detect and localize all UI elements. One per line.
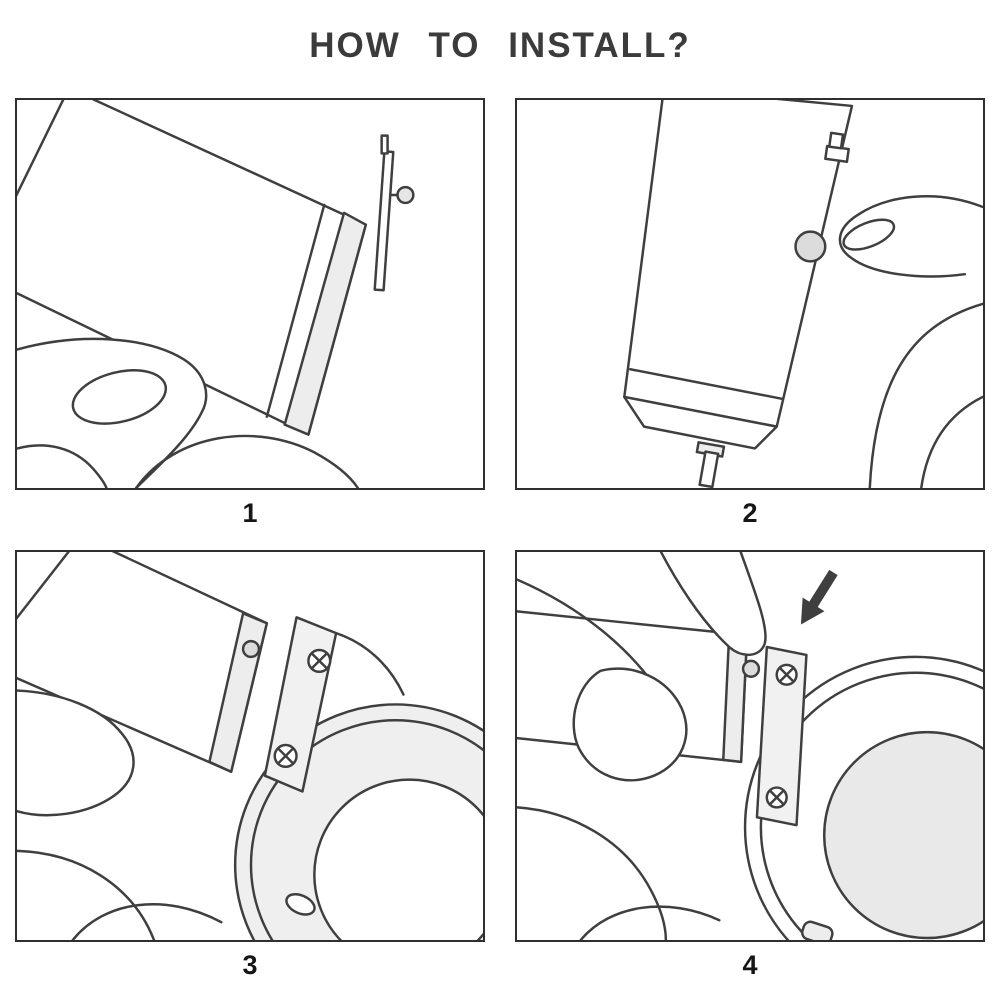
screw-icon — [273, 743, 298, 769]
hand — [868, 302, 983, 488]
step-caption-4: 4 — [742, 950, 758, 980]
spring-bar-pin — [373, 134, 415, 292]
screw-icon — [765, 786, 788, 809]
step-panel-4: 4 — [515, 550, 985, 990]
spring-bar-knob — [241, 639, 261, 659]
step-caption-1: 1 — [242, 498, 258, 528]
step-caption-2: 2 — [742, 498, 758, 528]
step-frame-2 — [515, 98, 985, 490]
page-title: HOW TO INSTALL? — [309, 26, 691, 65]
spring-bar-knob — [741, 659, 761, 678]
strap-end — [623, 395, 778, 450]
step-3-illustration — [17, 552, 483, 940]
screw-icon — [307, 648, 332, 674]
step-caption-3: 3 — [242, 950, 258, 980]
step-2-illustration — [623, 100, 983, 488]
watch-dial — [823, 730, 983, 940]
fingernail — [842, 218, 896, 251]
step-panel-2: 2 — [515, 98, 985, 538]
screw-icon — [775, 663, 798, 686]
step-4-illustration — [517, 552, 983, 940]
crown — [285, 892, 316, 916]
step-frame-4 — [515, 550, 985, 942]
spring-bar-pin — [695, 441, 726, 488]
arrow-icon — [800, 569, 838, 625]
thumbnail — [71, 369, 168, 425]
thumb — [17, 337, 208, 488]
fingertip — [659, 552, 767, 656]
watch-opening — [313, 778, 483, 940]
watch-strap — [623, 100, 854, 428]
step-1-illustration — [17, 100, 415, 488]
step-frame-1 — [15, 98, 485, 490]
crown — [800, 920, 834, 940]
strap-end-cap — [283, 211, 368, 436]
hand — [517, 578, 721, 940]
fingertip — [838, 195, 983, 278]
hand — [134, 434, 360, 488]
step-frame-3 — [15, 550, 485, 942]
release-button — [794, 230, 827, 263]
step-panel-1: 1 — [15, 98, 485, 538]
steps-grid: 1 — [15, 98, 985, 990]
step-panel-3: 3 — [15, 550, 485, 990]
lug-plate — [755, 645, 808, 827]
hand — [17, 689, 223, 940]
